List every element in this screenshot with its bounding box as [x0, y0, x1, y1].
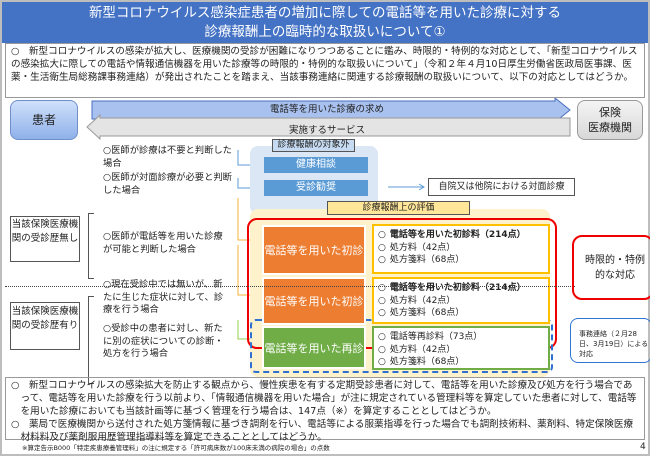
- fee-item: 処方料（42点）: [378, 344, 544, 357]
- bracket: [88, 213, 94, 279]
- fee-item: 電話等を用いた初診料（214点）: [378, 229, 544, 242]
- condition-other-symptom: ○受診中の患者に対し、新たに別の症状についての診断・処方を行う場合: [103, 323, 224, 359]
- institution-line2: 医療機関: [588, 121, 632, 134]
- fee-item: 処方箋料（68点）: [378, 356, 544, 369]
- patient-box: 患者: [10, 100, 78, 140]
- first-visit-phone-2: 電話等を用いた初診: [262, 277, 366, 325]
- arrow-right-icon: [388, 183, 425, 191]
- intro-text: ○ 新型コロナウイルスの感染が拡大し、医療機関の受診が困難になりつつあることに鑑…: [5, 43, 645, 98]
- history-has-box: 当該保険医療機関の受診歴有り: [10, 302, 80, 350]
- condition-face-to-face: ○医師が対面診療が必要と判断した場合: [103, 172, 232, 196]
- health-consultation: 健康相談: [264, 157, 368, 173]
- title-line2: 診療報酬上の臨時的な取扱いについて①: [204, 24, 446, 40]
- condition-no-care: ○医師が診療は不要と判断した場合: [103, 145, 232, 169]
- service-arrow-label: 実施するサービス: [288, 125, 365, 136]
- fee-item: 処方箋料（68点）: [378, 254, 544, 267]
- out-of-scope-label: 診療報酬の対象外: [272, 139, 355, 152]
- notice-callout: 事務連絡（２月28日、3月19日）による対応: [570, 318, 650, 363]
- fee-list-1: 電話等を用いた初診料（214点）処方料（42点）処方箋料（68点）: [372, 224, 550, 274]
- fee-item: 処方料（42点）: [378, 295, 544, 308]
- temporary-callout: 時限的・特例的な対応: [572, 235, 650, 300]
- bottom-note: ○ 新型コロナウイルスの感染拡大を防止する観点から、慢性疾患を有する定期受診患者…: [11, 380, 637, 417]
- institution-box: 保険医療機関: [577, 100, 643, 140]
- bottom-notes: ○ 新型コロナウイルスの感染拡大を防止する観点から、慢性疾患を有する定期受診患者…: [5, 377, 645, 443]
- divider: [5, 286, 575, 287]
- flow-arrows: [86, 98, 571, 140]
- bracket: [88, 296, 94, 384]
- revisit-phone: 電話等を用いた再診: [262, 326, 366, 369]
- service-arrow-shape: [86, 113, 571, 140]
- page-title: 新型コロナウイルス感染症患者の増加に際しての電話等を用いた診療に対する診療報酬上…: [2, 2, 648, 43]
- fee-item: 処方箋料（68点）: [378, 307, 544, 320]
- page-number: 4: [640, 442, 646, 452]
- first-visit-phone-1: 電話等を用いた初診: [262, 225, 366, 275]
- institution-line1: 保険: [599, 106, 621, 119]
- title-line1: 新型コロナウイルス感染症患者の増加に際しての電話等を用いた診療に対する: [88, 5, 562, 21]
- fee-item: 電話等再診料（73点）: [378, 331, 544, 344]
- bottom-note: ○ 薬局で医療機関から送付された処方箋情報に基づき調剤を行い、電話等による服薬指…: [11, 419, 634, 443]
- visit-recommendation: 受診勧奨: [264, 180, 368, 196]
- condition-phone-possible: ○医師が電話等を用いた診療が可能と判断した場合: [103, 231, 223, 255]
- history-none-box: 当該保険医療機関の受診歴無し: [10, 216, 80, 262]
- evaluation-label: 診療報酬上の評価: [327, 201, 470, 215]
- request-arrow-label: 電話等を用いた診療の求め: [269, 104, 384, 115]
- fee-list-2: 電話等を用いた初診料（214点）処方料（42点）処方箋料（68点）: [372, 277, 550, 324]
- footnote: ※算定告示B000「特定疾患療養管理料」の注に規定する「許可病床数が100床未満…: [22, 444, 330, 452]
- fee-item: 電話等を用いた初診料（214点）: [378, 282, 544, 295]
- condition-new-symptom: ○現在受診中では無いが、新たに生じた症状に対して、診療を行う場合: [103, 279, 224, 315]
- face-to-face-referral: 自院又は他院における対面診療: [428, 178, 575, 196]
- fee-list-3: 電話等再診料（73点）処方料（42点）処方箋料（68点）: [372, 326, 550, 370]
- fee-item: 処方料（42点）: [378, 242, 544, 255]
